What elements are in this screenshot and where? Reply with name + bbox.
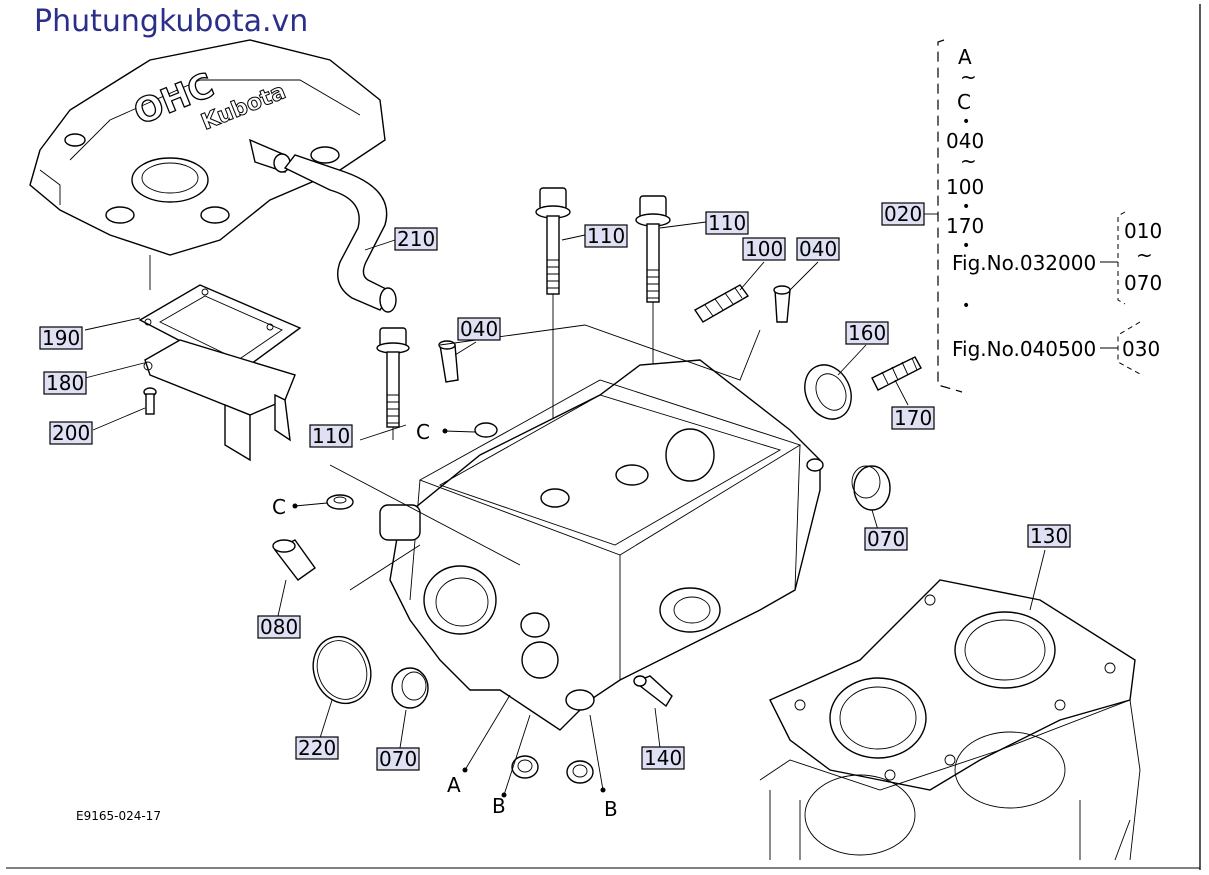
plug-070-left[interactable]: [391, 667, 429, 709]
guide-040-left[interactable]: [438, 340, 459, 383]
cylinder-block: [759, 699, 1141, 861]
leader-lines: [84, 221, 1046, 798]
callout-080[interactable]: 080: [257, 615, 301, 639]
callout-170[interactable]: 170: [891, 406, 935, 430]
site-title[interactable]: Phutungkubota.vn: [34, 4, 309, 39]
svg-text:040: 040: [799, 237, 837, 261]
legend-tilde-3: ~: [1136, 243, 1153, 267]
legend-dot-3: •: [962, 238, 970, 254]
callout-190[interactable]: 190: [39, 326, 83, 350]
legend-tilde-2: ~: [960, 149, 977, 173]
callout-040-right[interactable]: 040: [796, 237, 840, 261]
o-ring-220[interactable]: [304, 628, 380, 711]
washer-c-upper[interactable]: [474, 422, 498, 438]
stud-100[interactable]: [693, 284, 750, 323]
washer-b-left[interactable]: [511, 755, 539, 779]
legend-part-070: 070: [1124, 271, 1162, 295]
legend-item-a: A: [958, 45, 972, 69]
ref-b-left: B: [492, 794, 506, 818]
svg-text:140: 140: [644, 746, 682, 770]
callout-180[interactable]: 180: [43, 371, 87, 395]
ref-c-lower: C: [272, 495, 286, 519]
ref-c-upper: C: [416, 420, 430, 444]
callout-070-left[interactable]: 070: [376, 747, 420, 771]
legend-item-170: 170: [946, 214, 984, 238]
callout-070-right[interactable]: 070: [864, 527, 908, 551]
legend-part-010: 010: [1124, 219, 1162, 243]
svg-text:100: 100: [745, 237, 783, 261]
callout-020[interactable]: 020: [881, 202, 925, 226]
svg-text:110: 110: [708, 211, 746, 235]
svg-text:040: 040: [460, 317, 498, 341]
legend-fig-040500[interactable]: Fig.No.040500: [952, 337, 1096, 361]
svg-text:080: 080: [260, 615, 298, 639]
svg-text:110: 110: [587, 224, 625, 248]
baffle-plate[interactable]: [143, 339, 296, 462]
sensor-140[interactable]: [633, 675, 673, 708]
stud-170[interactable]: [871, 356, 922, 391]
legend-item-c: C: [957, 90, 971, 114]
svg-text:210: 210: [397, 227, 435, 251]
callout-210[interactable]: 210: [394, 227, 438, 251]
breather-hose[interactable]: [283, 154, 397, 313]
callout-160[interactable]: 160: [845, 321, 889, 345]
legend-item-100: 100: [946, 175, 984, 199]
bolt-110-left[interactable]: [376, 327, 410, 428]
svg-text:200: 200: [52, 421, 90, 445]
svg-text:180: 180: [46, 371, 84, 395]
oil-seal-160[interactable]: [796, 357, 860, 426]
callout-200[interactable]: 200: [49, 421, 93, 445]
drawing-code: E9165-024-17: [76, 809, 161, 823]
callout-040-left[interactable]: 040: [457, 317, 501, 341]
callout-140[interactable]: 140: [641, 746, 685, 770]
callout-220[interactable]: 220: [295, 736, 339, 760]
screw-200[interactable]: [143, 387, 157, 415]
head-gasket[interactable]: [769, 579, 1136, 791]
callout-110-right[interactable]: 110: [705, 211, 749, 235]
legend-dot-4: •: [962, 298, 970, 314]
legend-fig-032000[interactable]: Fig.No.032000: [952, 251, 1096, 275]
svg-text:070: 070: [379, 747, 417, 771]
svg-text:070: 070: [867, 527, 905, 551]
legend-item-040: 040: [946, 129, 984, 153]
callout-100[interactable]: 100: [742, 237, 786, 261]
bolt-110-right[interactable]: [635, 195, 671, 303]
svg-text:160: 160: [848, 321, 886, 345]
plug-070-right[interactable]: [851, 465, 891, 511]
cylinder-head[interactable]: [379, 359, 824, 731]
callout-130[interactable]: 130: [1027, 524, 1071, 548]
legend-dot-2: •: [962, 199, 970, 215]
legend-tilde-1: ~: [960, 65, 977, 89]
svg-text:170: 170: [894, 406, 932, 430]
legend-dot-1: •: [962, 114, 970, 130]
callout-110-left[interactable]: 110: [309, 424, 353, 448]
legend-part-030: 030: [1122, 337, 1160, 361]
washer-b-right[interactable]: [566, 760, 594, 784]
washer-c-lower[interactable]: [326, 494, 354, 510]
svg-text:220: 220: [298, 736, 336, 760]
svg-text:110: 110: [312, 424, 350, 448]
svg-text:190: 190: [42, 326, 80, 350]
plug-080[interactable]: [272, 539, 316, 581]
valve-cover[interactable]: OHC Kubota: [29, 39, 386, 256]
guide-040-right[interactable]: [773, 285, 791, 323]
svg-text:020: 020: [884, 202, 922, 226]
bolt-110-center[interactable]: [535, 187, 571, 295]
kit-legend: 020 A ~ C • 040 ~ 100 • 170 • Fig.No.032…: [881, 39, 1162, 393]
callout-110-center[interactable]: 110: [584, 224, 628, 248]
ref-a: A: [447, 773, 461, 797]
ref-b-right: B: [604, 797, 618, 821]
svg-text:130: 130: [1030, 524, 1068, 548]
